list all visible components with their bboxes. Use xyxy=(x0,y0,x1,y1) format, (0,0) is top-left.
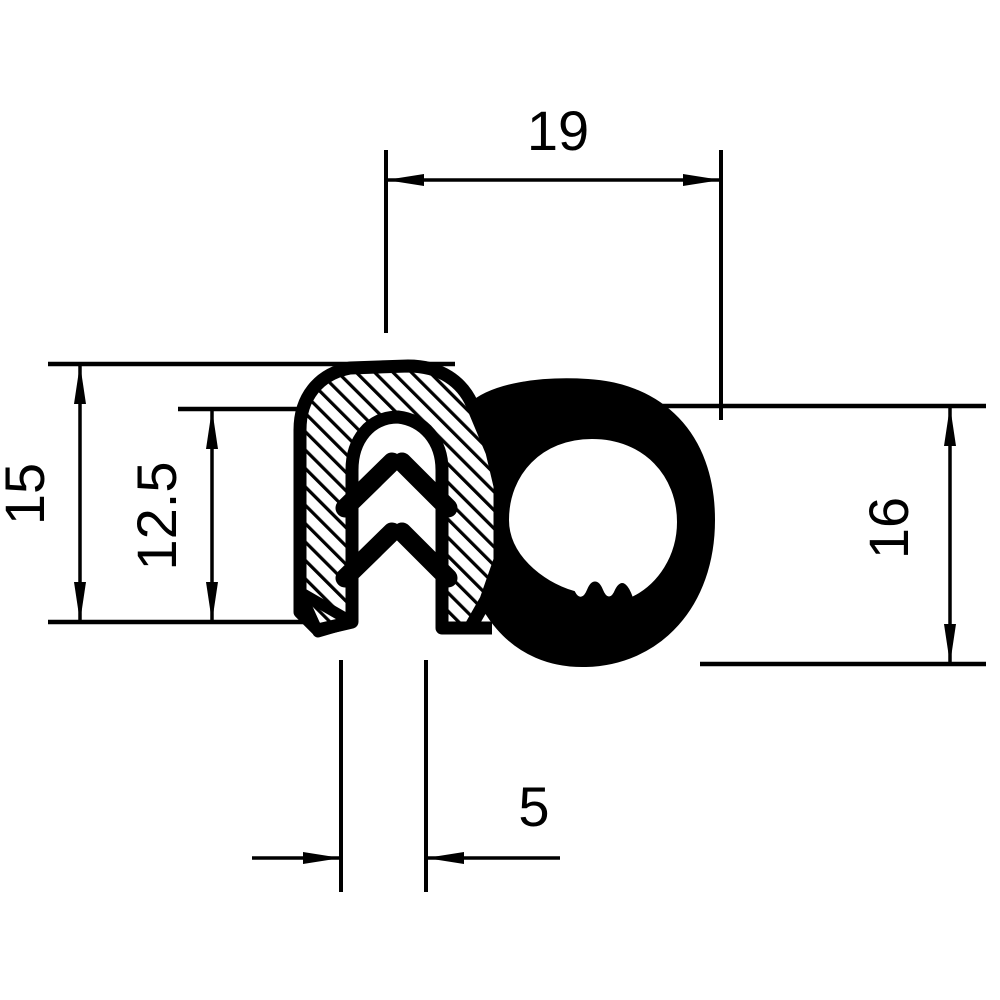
dim-label-16: 16 xyxy=(857,497,920,559)
arrow-125-bottom xyxy=(206,582,218,622)
profile-cross-section xyxy=(293,359,716,668)
arrow-125-top xyxy=(206,409,218,449)
internal-gripping-barbs xyxy=(335,452,458,588)
barb-lower-left xyxy=(335,522,402,588)
dim-label-5: 5 xyxy=(518,775,549,838)
bulb-bore xyxy=(506,436,680,600)
dimension-19: 19 xyxy=(384,99,723,420)
arrow-16-top xyxy=(944,406,956,446)
arrow-15-top xyxy=(74,364,86,404)
barb-lower-right xyxy=(392,522,458,588)
arrow-5-left xyxy=(303,852,341,864)
dimension-12-5: 12.5 xyxy=(125,406,455,622)
dim-label-19: 19 xyxy=(527,99,589,162)
barb-upper-right xyxy=(392,452,458,518)
round-bulb-seal xyxy=(460,378,716,668)
barb-upper-left xyxy=(335,452,402,518)
arrow-5-right xyxy=(426,852,464,864)
dimension-16: 16 xyxy=(626,403,986,667)
arrow-16-bottom xyxy=(944,624,956,664)
dim-label-12-5: 12.5 xyxy=(125,462,188,571)
clip-outline xyxy=(293,359,507,637)
arrow-19-left xyxy=(386,174,424,186)
arrow-15-bottom xyxy=(74,582,86,622)
dim-label-15: 15 xyxy=(0,463,56,525)
dimension-5: 5 xyxy=(252,660,560,892)
arrow-19-right xyxy=(683,174,721,186)
clip-left-leg-tip xyxy=(294,586,358,638)
